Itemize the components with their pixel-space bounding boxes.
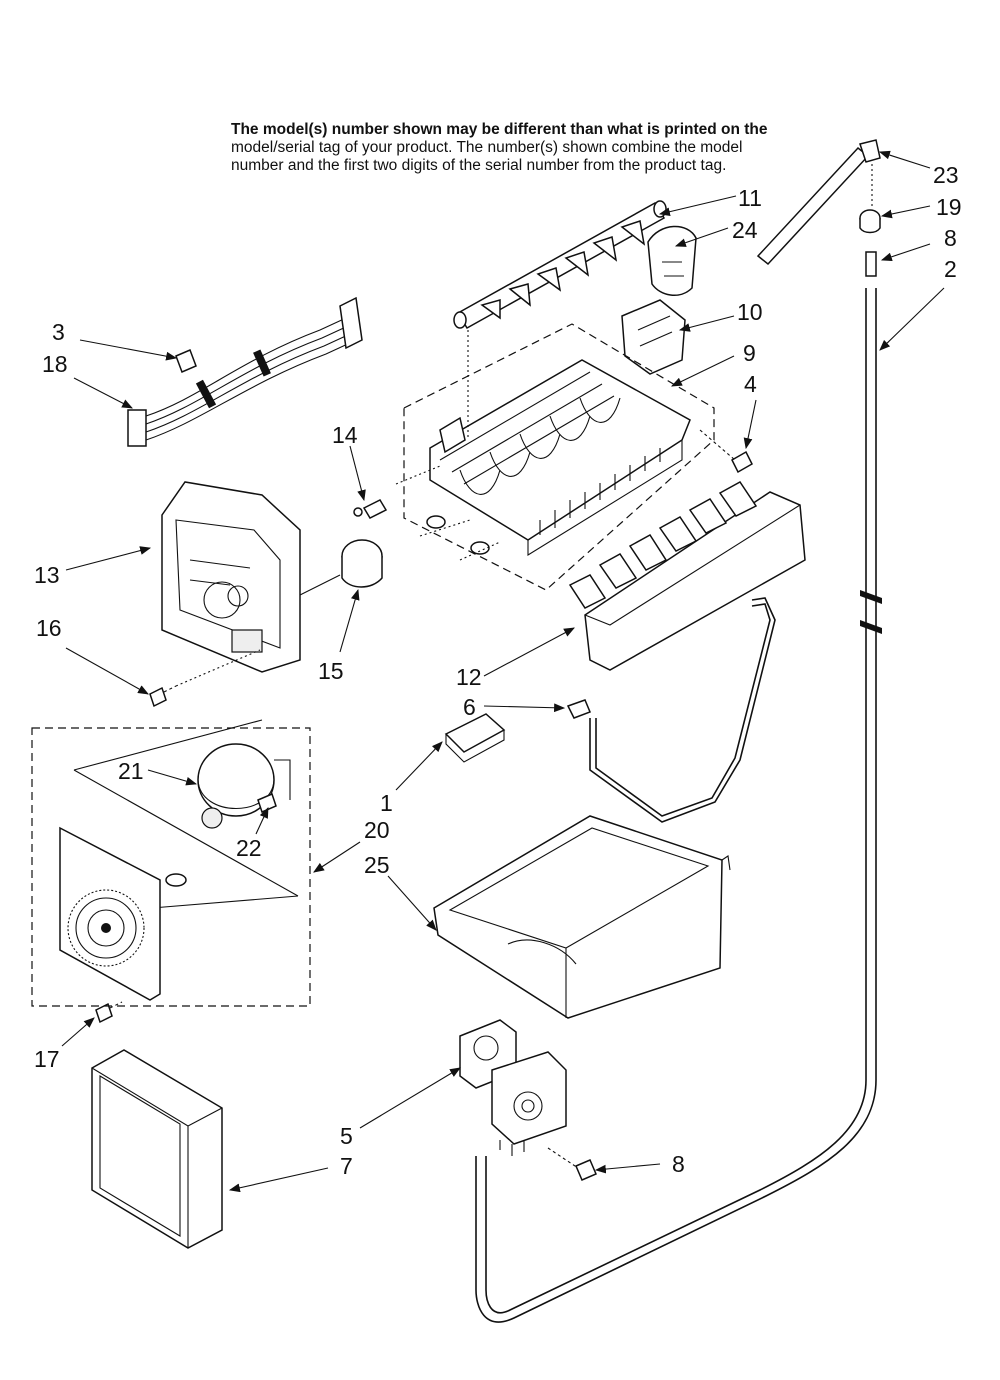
label-part-16: 16: [36, 615, 62, 641]
shutoff-arm-part-6: [566, 597, 776, 823]
label-part-11: 11: [738, 185, 762, 211]
label-part-25: 25: [364, 852, 390, 878]
label-part-23: 23: [933, 162, 959, 188]
label-part-19: 19: [936, 194, 962, 220]
motor-assembly-part-20: [31, 719, 311, 1007]
wire-harness-part-18: [127, 296, 363, 447]
bracket-part-1: [444, 713, 506, 763]
ice-bin-part-25: [433, 815, 731, 1019]
label-part-13: 13: [34, 562, 60, 588]
model-number-notice: The model(s) number shown may be differe…: [231, 121, 851, 175]
label-part-8-top: 8: [944, 225, 957, 251]
label-part-14: 14: [332, 422, 358, 448]
frame-part-7: [91, 1049, 223, 1249]
label-part-20: 20: [364, 817, 390, 843]
housing-part-12: [568, 481, 806, 671]
screw-part-4: [699, 429, 753, 474]
clip-part-3: [175, 349, 197, 373]
label-part-8-bottom: 8: [672, 1151, 685, 1177]
clip-part-14: [353, 499, 388, 519]
notice-line-2: model/serial tag of your product. The nu…: [231, 139, 743, 156]
water-valve-part-5: [459, 1019, 567, 1156]
screw-part-8-bottom: [547, 1147, 597, 1181]
label-part-7: 7: [340, 1153, 353, 1179]
label-part-17: 17: [34, 1046, 60, 1072]
label-part-5: 5: [340, 1123, 353, 1149]
notice-line-1: The model(s) number shown may be differe…: [231, 121, 768, 138]
label-part-2: 2: [944, 256, 957, 282]
leader-arrows: [61, 150, 945, 1193]
bracket-part-10: [621, 299, 686, 375]
fill-tube-part-23: [756, 139, 881, 266]
label-part-10: 10: [737, 299, 763, 325]
sleeve-part-8-top: [865, 251, 877, 277]
motor-part-21: [197, 743, 291, 829]
notice-line-3: number and the first two digits of the s…: [231, 157, 727, 174]
ice-mold-part-9: [395, 323, 715, 591]
label-part-18: 18: [42, 351, 68, 377]
label-part-12: 12: [456, 664, 482, 690]
label-part-24: 24: [732, 217, 758, 243]
cover-part-24: [647, 225, 697, 296]
label-part-3: 3: [52, 319, 65, 345]
thermostat-part-15: [299, 539, 383, 596]
label-part-9: 9: [743, 340, 756, 366]
ice-ejector-part-11: [453, 200, 667, 330]
label-part-22: 22: [236, 835, 262, 861]
screw-part-17: [95, 1001, 123, 1024]
label-part-1: 1: [380, 790, 393, 816]
label-part-15: 15: [318, 658, 344, 684]
water-line-part-2: [475, 288, 882, 1323]
label-part-6: 6: [463, 694, 476, 720]
label-part-21: 21: [118, 758, 144, 784]
grommet-part-19: [859, 209, 881, 234]
label-part-4: 4: [744, 371, 757, 397]
screw-part-16: [149, 649, 261, 708]
control-housing-part-13: [161, 481, 301, 673]
